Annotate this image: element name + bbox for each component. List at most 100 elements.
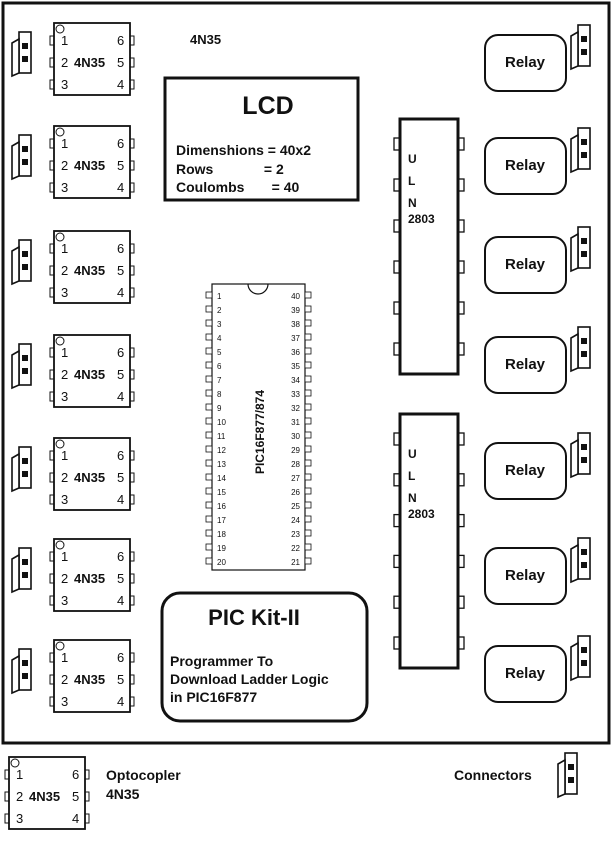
opto-pin-label: 5: [117, 55, 124, 70]
pic-pin-number: 33: [291, 390, 300, 399]
pic-pin-number: 32: [291, 404, 300, 413]
pic-pin: [304, 487, 312, 495]
relay-3: Relay: [484, 236, 567, 294]
legend-connector-symbol: [557, 752, 578, 799]
connector-pin: [22, 660, 28, 666]
pic-pin: [304, 529, 312, 537]
connector-pin: [581, 251, 587, 257]
pic-microcontroller: PIC16F877/874 12345678910111213141516171…: [205, 283, 312, 571]
connector-pin: [22, 673, 28, 679]
opto-pin-label: 1: [61, 650, 68, 665]
relay-label: Relay: [505, 665, 546, 682]
connector-housing: [557, 758, 566, 799]
pic-pin: [205, 333, 213, 341]
pic-pin: [205, 445, 213, 453]
opto-pin-label: 4: [117, 492, 124, 507]
left-connector-1: [11, 31, 32, 78]
opto-pin-label: 1: [61, 549, 68, 564]
relay-6: Relay: [484, 547, 567, 605]
relay-label: Relay: [505, 256, 546, 273]
pic-notch: [247, 283, 269, 295]
relay-body: [484, 547, 567, 605]
relay-body: [484, 137, 567, 195]
opto-pin-label: 3: [16, 811, 23, 826]
opto-pin-label: 6: [117, 650, 124, 665]
opto-pin-label: 1: [61, 33, 68, 48]
pickit-line-2: Download Ladder Logic: [170, 671, 329, 687]
opto-body: [53, 22, 131, 96]
opto-pin-label: 2: [61, 55, 68, 70]
connector-socket: [18, 547, 32, 590]
pic-pin-number: 11: [217, 432, 226, 441]
connector-socket: [564, 752, 578, 795]
relay-body: [484, 34, 567, 92]
uln-letter: U: [408, 447, 417, 461]
right-connector-6: [570, 537, 591, 584]
pickit-box: [160, 591, 369, 723]
opto-pin-label: 2: [61, 263, 68, 278]
pic-pin-number: 24: [291, 516, 300, 525]
pic-pin: [205, 543, 213, 551]
uln-letter: N: [408, 196, 417, 210]
opto-pin-label: 4: [117, 389, 124, 404]
opto-pin-label: 4: [117, 593, 124, 608]
pic-pin-number: 8: [217, 390, 222, 399]
left-connector-5: [11, 446, 32, 493]
pic-pin-number: 6: [217, 362, 222, 371]
right-connector-1: [570, 24, 591, 71]
pic-pin-number: 16: [217, 502, 226, 511]
pic-pin-number: 31: [291, 418, 300, 427]
opto-pin-label: 6: [72, 767, 79, 782]
legend-connectors-label: Connectors: [454, 767, 532, 783]
connector-housing: [570, 30, 579, 71]
connector-pin: [581, 660, 587, 666]
connector-housing: [570, 543, 579, 584]
connector-socket: [577, 635, 591, 678]
pic-pin-number: 3: [217, 320, 222, 329]
connector-pin: [22, 368, 28, 374]
pic-pin: [205, 403, 213, 411]
pic-pin: [304, 501, 312, 509]
pic-pin-number: 35: [291, 362, 300, 371]
connector-pin: [581, 351, 587, 357]
opto-pin-label: 5: [117, 263, 124, 278]
opto-pin-label: 4: [117, 694, 124, 709]
relay-body: [484, 442, 567, 500]
relay-body: [484, 645, 567, 703]
opto-body: [53, 230, 131, 304]
pic-pin-number: 4: [217, 334, 222, 343]
connector-socket: [18, 343, 32, 386]
opto-pin-label: 6: [117, 549, 124, 564]
pic-part-label: PIC16F877/874: [253, 390, 267, 474]
connector-pin: [568, 764, 574, 770]
connector-pin: [581, 139, 587, 145]
connector-pin: [22, 43, 28, 49]
pic-pin-number: 39: [291, 306, 300, 315]
pic-pin: [205, 515, 213, 523]
pic-pin-number: 21: [291, 558, 300, 567]
connector-pin: [581, 238, 587, 244]
opto-pin-label: 5: [117, 158, 124, 173]
opto-pin-label: 2: [16, 789, 23, 804]
opto-pin-label: 1: [61, 448, 68, 463]
right-connector-3: [570, 226, 591, 273]
connector-pin: [581, 549, 587, 555]
opto-pin-label: 1: [61, 345, 68, 360]
relay-label: Relay: [505, 462, 546, 479]
relay-1: Relay: [484, 34, 567, 92]
pic-pin-number: 22: [291, 544, 300, 553]
pic-pin: [205, 557, 213, 565]
legend-optocoupler-label: Optocopler: [106, 767, 181, 783]
right-connector-7: [570, 635, 591, 682]
opto-pin1-mark: [55, 24, 65, 34]
connector-socket: [577, 24, 591, 67]
relay-label: Relay: [505, 157, 546, 174]
connector-pin: [22, 146, 28, 152]
pic-pin-number: 36: [291, 348, 300, 357]
connector-pin: [581, 49, 587, 55]
relay-4: Relay: [484, 336, 567, 394]
